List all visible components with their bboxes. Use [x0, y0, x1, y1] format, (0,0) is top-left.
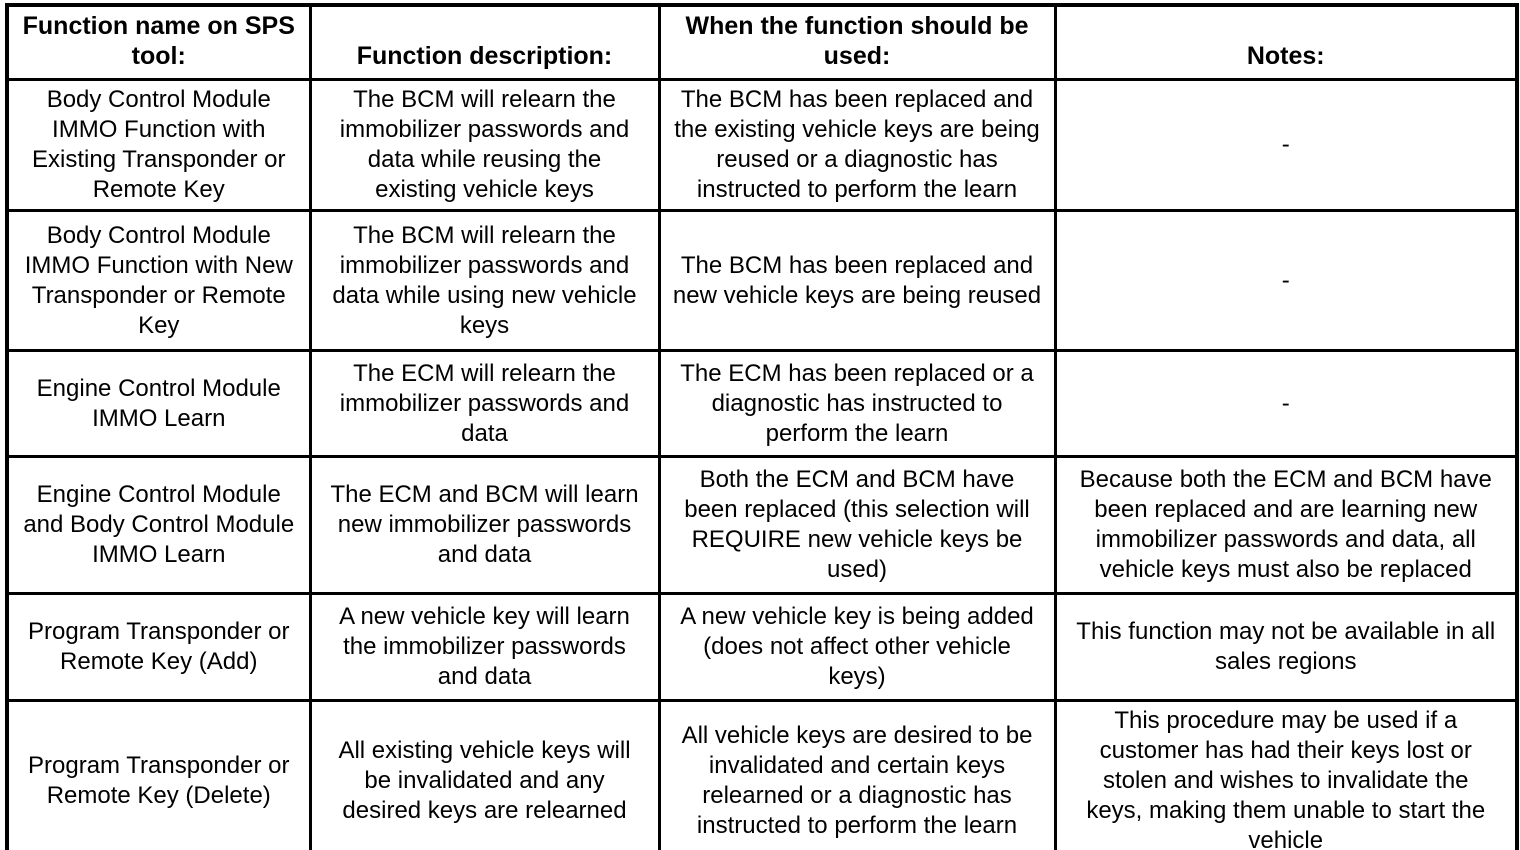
function-name-cell: Engine Control Module IMMO Learn — [5, 349, 312, 458]
table-row: Program Transponder or Remote Key (Delet… — [5, 699, 1519, 850]
when-used-cell: All vehicle keys are desired to be inval… — [657, 699, 1057, 850]
function-name-cell: Program Transponder or Remote Key (Delet… — [5, 699, 312, 850]
when-used-cell: The ECM has been replaced or a diagnosti… — [657, 349, 1057, 458]
column-header-notes: Notes: — [1053, 3, 1519, 81]
table-row: Body Control Module IMMO Function with E… — [5, 78, 1519, 212]
notes-cell: This procedure may be used if a customer… — [1053, 699, 1519, 850]
when-used-cell: The BCM has been replaced and new vehicl… — [657, 209, 1057, 352]
when-used-cell: Both the ECM and BCM have been replaced … — [657, 455, 1057, 595]
table-row: Engine Control Module and Body Control M… — [5, 455, 1519, 595]
table-row: Body Control Module IMMO Function with N… — [5, 209, 1519, 352]
notes-cell: Because both the ECM and BCM have been r… — [1053, 455, 1519, 595]
function-description-cell: All existing vehicle keys will be invali… — [308, 699, 661, 850]
when-used-cell: A new vehicle key is being added (does n… — [657, 592, 1057, 702]
function-name-cell: Program Transponder or Remote Key (Add) — [5, 592, 312, 702]
function-description-cell: A new vehicle key will learn the immobil… — [308, 592, 661, 702]
column-header-function-description: Function description: — [308, 3, 661, 81]
column-header-when-used: When the function should be used: — [657, 3, 1057, 81]
table-row: Engine Control Module IMMO Learn The ECM… — [5, 349, 1519, 458]
function-description-cell: The ECM and BCM will learn new immobiliz… — [308, 455, 661, 595]
table-row: Program Transponder or Remote Key (Add) … — [5, 592, 1519, 702]
notes-cell: - — [1053, 78, 1519, 212]
notes-cell: This function may not be available in al… — [1053, 592, 1519, 702]
sps-functions-table: Function name on SPS tool: Function desc… — [5, 3, 1519, 850]
function-description-cell: The ECM will relearn the immobilizer pas… — [308, 349, 661, 458]
function-name-cell: Body Control Module IMMO Function with E… — [5, 78, 312, 212]
function-name-cell: Engine Control Module and Body Control M… — [5, 455, 312, 595]
column-header-function-name: Function name on SPS tool: — [5, 3, 312, 81]
header-row: Function name on SPS tool: Function desc… — [5, 3, 1519, 81]
function-description-cell: The BCM will relearn the immobilizer pas… — [308, 209, 661, 352]
function-name-cell: Body Control Module IMMO Function with N… — [5, 209, 312, 352]
function-description-cell: The BCM will relearn the immobilizer pas… — [308, 78, 661, 212]
when-used-cell: The BCM has been replaced and the existi… — [657, 78, 1057, 212]
notes-cell: - — [1053, 209, 1519, 352]
notes-cell: - — [1053, 349, 1519, 458]
